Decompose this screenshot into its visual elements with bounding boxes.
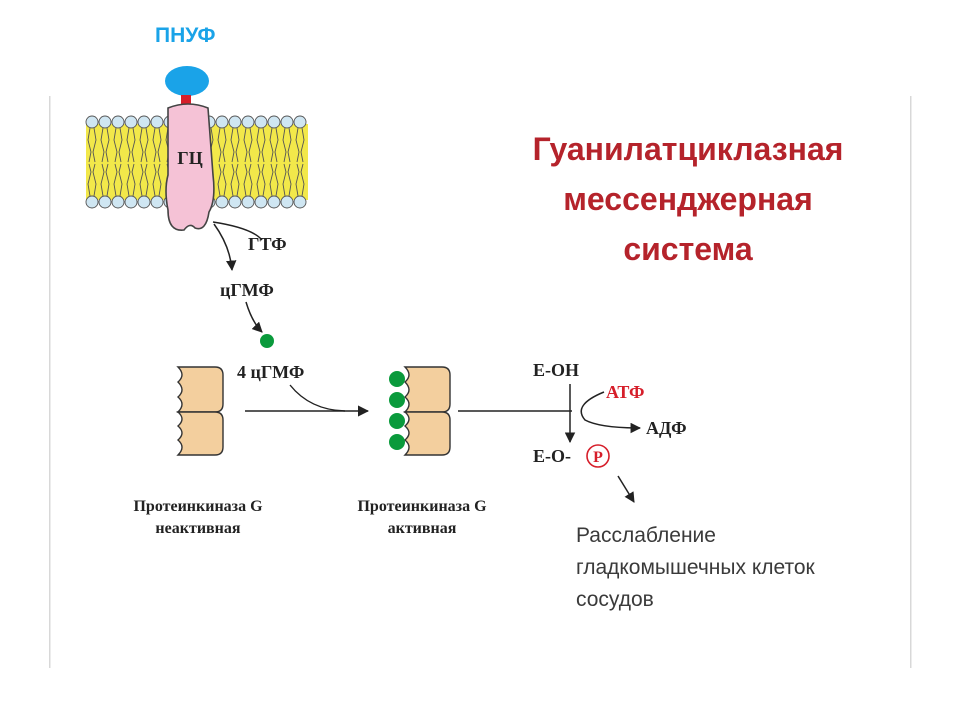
phosphate-label: Р: [593, 449, 603, 466]
lipid-tails: [152, 127, 162, 197]
effect-arrow: [617, 475, 635, 503]
lipid-head: [254, 115, 268, 129]
lipid-tails: [269, 127, 279, 197]
lipid-head: [293, 195, 307, 209]
effect-line-3: сосудов: [576, 588, 654, 611]
ligand-ball: [165, 66, 209, 96]
adp-label: АДФ: [646, 418, 687, 438]
lipid-tails: [282, 127, 292, 197]
product-label: Е-О-: [533, 446, 571, 466]
lipid-tails: [100, 127, 110, 197]
lipid-tails: [126, 127, 136, 197]
cgmp-binding-curve: [289, 384, 346, 412]
slide-title: Гуанилатциклазная мессенджерная система: [533, 131, 844, 267]
protein-kinase-active: [389, 366, 451, 456]
title-line-2: мессенджерная: [563, 181, 812, 217]
lipid-head: [254, 195, 268, 209]
gtp-label: ГТФ: [248, 234, 287, 254]
kinase-active-subunit-bottom: [403, 411, 451, 456]
cgmp-label: цГМФ: [220, 280, 274, 300]
lipid-tails: [217, 127, 227, 197]
cgmp-arrow: [245, 301, 263, 333]
bound-cgmp-3: [389, 413, 405, 429]
bound-cgmp-2: [389, 392, 405, 408]
lipid-head: [85, 115, 99, 129]
guanylate-cyclase-receptor: ГЦ: [165, 66, 215, 231]
slide-border-right: [910, 96, 912, 668]
atp-label: АТФ: [606, 382, 645, 402]
lipid-head: [150, 115, 164, 129]
cyclase-to-cgmp-arrow: [213, 223, 237, 272]
lipid-head: [124, 115, 138, 129]
kinase-active-caption-2: активная: [388, 520, 457, 537]
ligand-label: ПНУФ: [155, 24, 216, 47]
lipid-head: [228, 115, 242, 129]
lipid-head: [85, 195, 99, 209]
cgmp4-label: 4 цГМФ: [237, 362, 304, 382]
lipid-head: [98, 195, 112, 209]
lipid-head: [137, 195, 151, 209]
lipid-head: [124, 195, 138, 209]
lipid-head: [111, 195, 125, 209]
lipid-head: [98, 115, 112, 129]
lipid-head: [137, 115, 151, 129]
slide-border-left: [49, 96, 51, 668]
title-line-1: Гуанилатциклазная: [533, 131, 844, 167]
lipid-head: [267, 115, 281, 129]
effect-line-2: гладкомышечных клеток: [576, 556, 816, 579]
lipid-head: [241, 115, 255, 129]
substrate-eoh-label: Е-ОН: [533, 360, 579, 380]
receptor-body: [165, 103, 215, 231]
kinase-active-subunit-top: [403, 366, 451, 413]
kinase-inactive-caption-2: неактивная: [155, 520, 240, 537]
cgmp-molecule: [260, 334, 274, 348]
lipid-head: [215, 195, 229, 209]
bound-cgmp-4: [389, 434, 405, 450]
kinase-subunit-top: [176, 366, 224, 413]
receptor-label: ГЦ: [177, 148, 202, 168]
lipid-tails: [256, 127, 266, 197]
lipid-tails: [139, 127, 149, 197]
lipid-tails: [113, 127, 123, 197]
kinase-subunit-bottom: [176, 411, 224, 456]
receptor-stalk: [181, 95, 191, 107]
lipid-head: [215, 115, 229, 129]
lipid-head: [280, 195, 294, 209]
protein-kinase-inactive: [176, 366, 224, 456]
lipid-head: [241, 195, 255, 209]
lipid-head: [111, 115, 125, 129]
atp-adp-curve: [580, 391, 642, 434]
phosphate-circle: [586, 444, 610, 468]
gtp-arrow: [212, 221, 263, 241]
lipid-head: [293, 115, 307, 129]
lipid-tails: [87, 127, 97, 197]
lipid-tails: [230, 127, 240, 197]
lipid-head: [150, 195, 164, 209]
lipid-head: [280, 115, 294, 129]
lipid-tails: [295, 127, 305, 197]
effect-text: Расслабление гладкомышечных клеток сосуд…: [576, 524, 816, 611]
lipid-head: [267, 195, 281, 209]
bound-cgmp-1: [389, 371, 405, 387]
lipid-head: [228, 195, 242, 209]
kinase-inactive-caption-1: Протеинкиназа G: [133, 498, 263, 515]
effect-line-1: Расслабление: [576, 524, 716, 547]
title-line-3: система: [623, 231, 753, 267]
kinase-active-caption-1: Протеинкиназа G: [357, 498, 487, 515]
lipid-tails: [243, 127, 253, 197]
